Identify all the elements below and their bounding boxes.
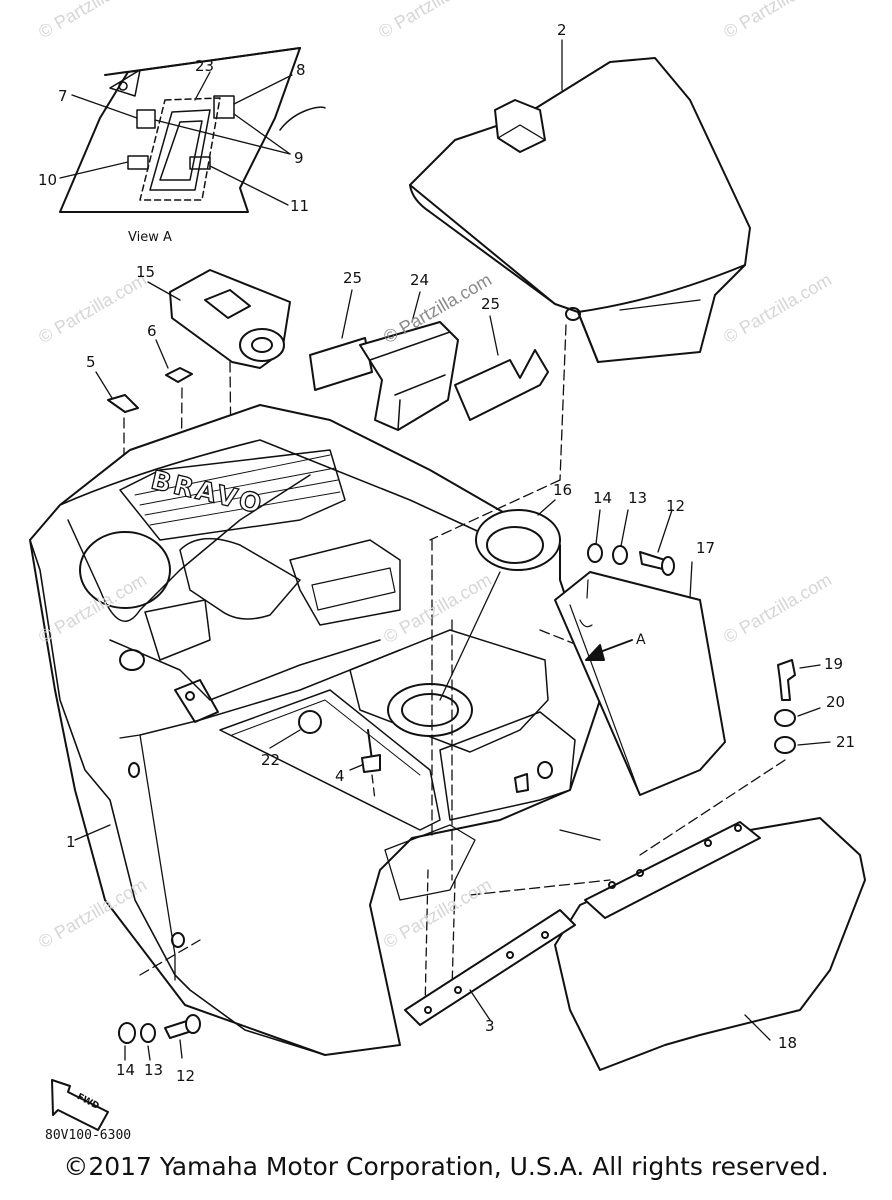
assembly-guide-lines [139,324,786,1011]
diagram-code: 80V100-6300 [45,1128,132,1143]
storage-inserts [309,289,549,431]
callout-label: 14 [593,489,613,507]
callout-label: 3 [485,1017,495,1035]
callout-label: 21 [836,733,856,751]
view-a-inset [59,47,326,213]
callout-label: 23 [195,57,215,75]
callout-label: 25 [343,269,363,287]
callout-label: 14 [116,1061,136,1079]
callout-label: 24 [410,271,430,289]
fasteners-lower [118,1014,201,1061]
callout-label: 13 [144,1061,164,1079]
callout-label: 6 [147,322,157,340]
grommet [439,499,561,701]
callout-label: 12 [666,497,686,515]
callout-label: 9 [294,149,304,167]
callout-label: 18 [778,1034,798,1052]
copyright-notice: ©2017 Yamaha Motor Corporation, U.S.A. A… [63,1152,829,1181]
storage-lid [409,39,751,363]
callout-label: 11 [290,197,310,215]
plug-and-bolt [269,710,381,801]
callout-label: 22 [261,751,281,769]
arrow-a-label: A [636,632,646,648]
callout-label: 7 [58,87,68,105]
callout-label: 17 [696,539,716,557]
callout-label: 20 [826,693,846,711]
side-plate [554,561,726,796]
bracket [404,909,576,1026]
callout-label: 15 [136,263,156,281]
tray-cover [147,269,291,561]
callout-label: 19 [824,655,844,673]
callout-label: 12 [176,1067,196,1085]
callout-label: 25 [481,295,501,313]
callout-label: 13 [628,489,648,507]
callout-label: 5 [86,353,96,371]
callout-label: 4 [335,767,345,785]
fasteners-upper [587,509,675,576]
rear-panel [554,817,866,1071]
callout-label: 10 [38,171,58,189]
callout-label: 8 [296,61,306,79]
callout-label: 1 [66,833,76,851]
callout-label: 2 [557,21,567,39]
fasteners-right [774,659,831,754]
view-a-label: View A [128,230,172,245]
fwd-arrow-icon [51,1079,109,1131]
callout-label: 16 [553,481,573,499]
